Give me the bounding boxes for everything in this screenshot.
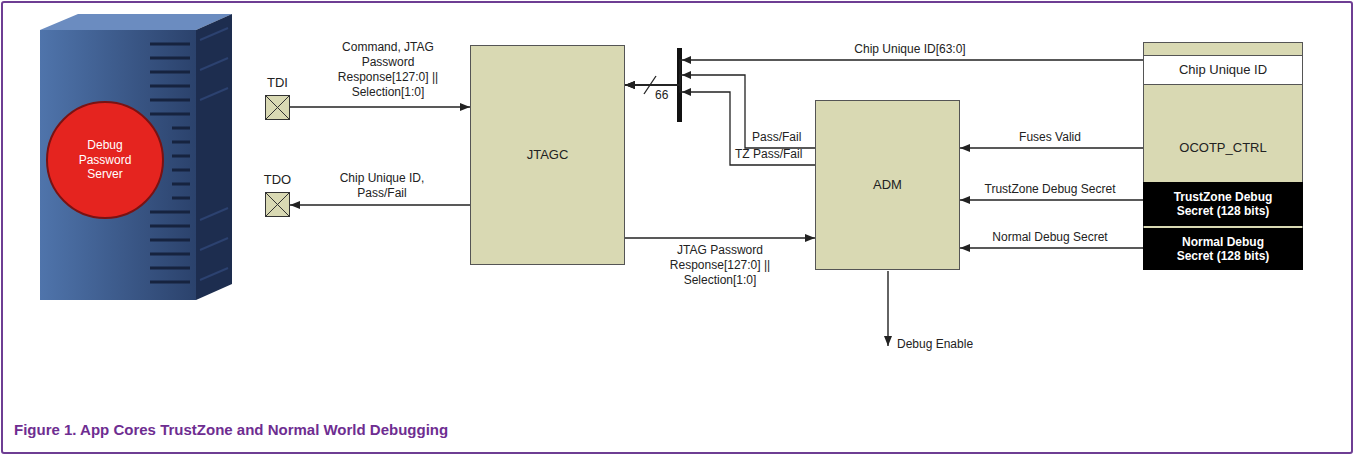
- pin-cross: [266, 96, 289, 119]
- jtagc-block: JTAGC: [470, 45, 625, 265]
- server-illustration: [40, 14, 232, 300]
- signal-connector: [960, 199, 1143, 200]
- signal-connector: [625, 60, 1143, 85]
- signal-connector: [960, 247, 1143, 248]
- signal-connector: [625, 85, 815, 165]
- signal-label: Chip Unique ID, Pass/Fail: [327, 171, 437, 201]
- fuse-name: TrustZone Debug Secret (128 bits): [1166, 190, 1280, 219]
- ocotp-block: OCOTP_CTRL Chip Unique ID TrustZone Debug …: [1143, 42, 1303, 270]
- server-label: Debug Password Server: [69, 138, 141, 181]
- signal-connector: [625, 237, 815, 238]
- password-server-circle: Debug Password Server: [45, 100, 165, 220]
- bus-width: 66: [655, 88, 668, 102]
- signal-connector: [290, 106, 470, 107]
- tdi-pin: TDI: [265, 95, 290, 120]
- block-name: ADM: [873, 177, 902, 193]
- pin-cross: [266, 193, 289, 216]
- trustzone-secret-fuse: TrustZone Debug Secret (128 bits): [1143, 182, 1303, 226]
- signal-label: Pass/Fail: [752, 130, 814, 145]
- circle-shape: [47, 102, 163, 218]
- signal-label: TZ Pass/Fail: [735, 147, 815, 162]
- signal-connector: [290, 204, 470, 205]
- signal-label: Fuses Valid: [970, 130, 1130, 145]
- signal-label: Normal Debug Secret: [965, 230, 1135, 245]
- signal-connector: [625, 75, 815, 148]
- debug-enable-arrow: [887, 271, 888, 346]
- fuse-name: Normal Debug Secret (128 bits): [1166, 235, 1280, 264]
- field-name: Chip Unique ID: [1179, 62, 1267, 78]
- signal-label: Chip Unique ID[63:0]: [800, 42, 1020, 57]
- pin-name: TDI: [244, 75, 311, 91]
- signal-label: Command, JTAG Password Response[127:0] |…: [323, 40, 453, 100]
- chip-id-field: Chip Unique ID: [1143, 55, 1303, 85]
- signal-label: JTAG Password Response[127:0] || Selecti…: [650, 243, 790, 288]
- signal-connector: [960, 147, 1143, 148]
- cross-line: [266, 193, 289, 216]
- pin-name: TDO: [244, 172, 311, 188]
- signal-label: TrustZone Debug Secret: [965, 182, 1135, 197]
- block-name: JTAGC: [527, 147, 569, 163]
- cross-line: [266, 96, 289, 119]
- cross-line: [266, 193, 289, 216]
- adm-block: ADM: [815, 100, 960, 270]
- tdo-pin: TDO: [265, 192, 290, 217]
- output-signal-name: Debug Enable: [897, 337, 973, 351]
- block-name: OCOTP_CTRL: [1144, 140, 1302, 156]
- figure-caption: Figure 1. App Cores TrustZone and Normal…: [14, 421, 448, 438]
- cross-line: [266, 96, 289, 119]
- normal-secret-fuse: Normal Debug Secret (128 bits): [1143, 228, 1303, 270]
